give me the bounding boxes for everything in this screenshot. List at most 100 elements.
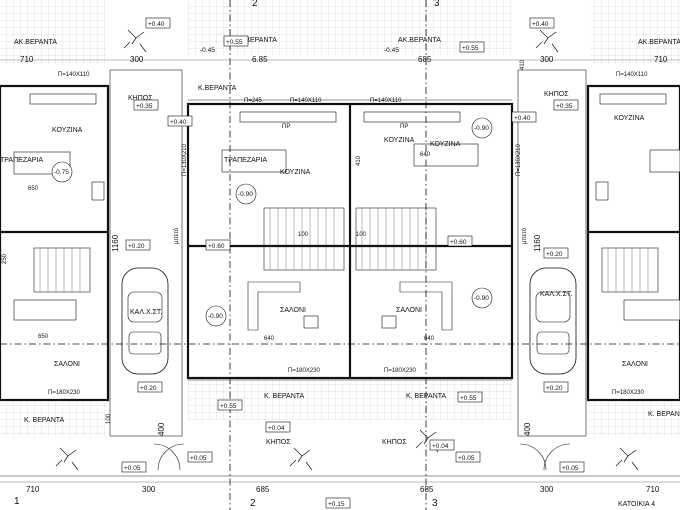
axis-label-1: 1: [14, 496, 20, 507]
level-p040-4: +0.40: [514, 115, 531, 122]
room-kal-st-left: ΚΑΛ.Χ.ΣΤ.: [130, 309, 162, 316]
dim-bottom-710-right: 710: [646, 485, 660, 494]
room-kouzina-3: ΚΟΥΖΙΝΑ: [384, 137, 415, 144]
side-passage-right: [517, 69, 587, 437]
room-saloni-2: ΣΑΛΟΝΙ: [396, 307, 422, 314]
level-p055-1: +0.55: [226, 39, 243, 46]
dim-100-b: 100: [356, 232, 367, 238]
level-p005-2: +0.05: [190, 455, 207, 462]
level-p015: +0.15: [328, 501, 345, 508]
level-m090-4: -0.90: [474, 295, 489, 302]
top-veranta-center-right: [350, 10, 512, 55]
label-pr-1: ΠΡ: [282, 124, 290, 130]
car-right: [529, 267, 577, 375]
room-k-veranta-b3: Κ. ΒΕΡΑΝΤΑ: [406, 393, 447, 400]
room-trapezaria-2: ΤΡΑΠΕΖΑΡΙΑ: [224, 157, 267, 164]
opening-140-2: Π=140X110: [290, 98, 322, 104]
dim-410-center: 410: [356, 155, 362, 166]
level-m090-1: -0.90: [474, 125, 489, 132]
kitchen-counters: [29, 93, 667, 201]
dim-top-300-right: 300: [540, 55, 554, 64]
room-kouzina-5: ΚΟΥΖΙΝΑ: [614, 115, 645, 122]
opening-130-r: Π=130X210: [516, 143, 522, 176]
room-kouzina-4: ΚΟΥΖΙΝΑ: [430, 141, 461, 148]
level-p004-2: +0.04: [432, 443, 449, 450]
level-p005-4: +0.05: [562, 465, 579, 472]
room-k-veranta-b1: Κ. ΒΕΡΑΝΤΑ: [24, 417, 65, 424]
dim-top-300-left: 300: [130, 55, 144, 64]
dim-bottom-300-left: 300: [142, 485, 156, 494]
room-trapezaria-1: ΤΡΑΠΕΖΑΡΙΑ: [0, 157, 43, 164]
sofas: [13, 281, 680, 331]
top-veranta-left: [0, 18, 106, 64]
top-veranta-center-left: [188, 10, 350, 55]
dim-640-top: 640: [420, 152, 431, 158]
dim-top-710-right: 710: [654, 55, 668, 64]
dim-1160-right: 1160: [533, 234, 542, 252]
level-p020-4: +0.20: [546, 385, 563, 392]
opening-180-3: Π=180X230: [384, 368, 417, 374]
level-markers: +0.40 +0.40 -0.45 -0.45 +0.55 +0.55 +0.3…: [51, 17, 585, 509]
dim-650-top: 650: [28, 186, 39, 192]
room-saloni-3: ΣΑΛΟΝΙ: [54, 361, 80, 368]
dim-bottom-685-right: 685: [420, 485, 434, 494]
dim-top-710-left: 710: [20, 55, 34, 64]
level-p005-3: +0.05: [458, 455, 475, 462]
dim-410-right: 410: [520, 59, 526, 70]
room-k-veranta-b2: Κ. ΒΕΡΑΝΤΑ: [264, 393, 305, 400]
dim-400-left: 400: [157, 422, 166, 436]
level-p035-2: +0.35: [556, 103, 573, 110]
level-p035-1: +0.35: [136, 103, 153, 110]
opening-140-1: Π=140X110: [58, 72, 90, 78]
top-strip-left: [0, 0, 106, 18]
label-mpeto-left: μπετό: [173, 227, 180, 244]
dim-640-left: 640: [264, 336, 275, 342]
level-p060-1: +0.60: [208, 243, 225, 250]
room-kouzina-2: ΚΟΥΖΙΝΑ: [280, 169, 311, 176]
room-ak-veranta-3: ΑΚ.ΒΕΡΑΝΤΑ: [398, 37, 441, 44]
opening-130: Π=130X210: [182, 143, 188, 176]
top-veranta-right: [590, 18, 680, 64]
trees: [55, 29, 639, 471]
room-saloni-1: ΣΑΛΟΝΙ: [280, 307, 306, 314]
axis-label-3: 3: [432, 498, 438, 509]
label-mpeto-right: μπετό: [521, 227, 528, 244]
level-m045-2: -0.45: [384, 47, 399, 54]
opening-140-3: Π=140X110: [370, 98, 402, 104]
top-strip-center: [188, 0, 512, 10]
opening-180-2: Π=180X230: [288, 368, 321, 374]
room-k-veranta-top: Κ.ΒΕΡΑΝΤΑ: [198, 85, 237, 92]
drawing-title: ΚΑΤΟΙΚΙΑ 4: [618, 501, 655, 508]
level-p005-1: +0.05: [124, 465, 141, 472]
room-kipos-bottom-2: ΚΗΠΟΣ: [382, 439, 407, 446]
dim-100-a: 100: [298, 232, 309, 238]
bottom-veranta-left: [0, 402, 106, 436]
room-k-veranta-b4: Κ. ΒΕΡΑΝΤΑ: [648, 411, 680, 418]
level-p040-3: +0.40: [170, 119, 187, 126]
dim-100-left: 100: [106, 413, 112, 424]
level-m090-3: -0.90: [208, 313, 223, 320]
dim-top-685-right: 685: [418, 55, 432, 64]
label-pr-2: ΠΡ: [400, 124, 408, 130]
top-strip-right: [590, 0, 680, 18]
axis-label-3-top: 3: [434, 0, 440, 9]
room-saloni-4: ΣΑΛΟΝΙ: [622, 361, 648, 368]
car-left: [121, 267, 169, 375]
walls: [0, 84, 680, 402]
level-p055-2: +0.55: [462, 45, 479, 52]
dim-bottom-710-left: 710: [26, 485, 40, 494]
opening-245: Π=245: [244, 98, 263, 104]
level-m045-1: -0.45: [200, 47, 215, 54]
dim-1160-left: 1160: [111, 234, 120, 252]
level-m075: -0.75: [54, 169, 69, 176]
level-p040-1: +0.40: [148, 21, 165, 28]
room-kouzina-1: ΚΟΥΖΙΝΑ: [52, 127, 83, 134]
bottom-veranta-right: [588, 402, 680, 436]
level-m090-2: -0.90: [238, 191, 253, 198]
level-p055-3: +0.55: [220, 403, 237, 410]
doors: [153, 443, 571, 471]
room-kipos-top-left: ΚΗΠΟΣ: [128, 95, 153, 102]
dim-640-right: 640: [424, 336, 435, 342]
